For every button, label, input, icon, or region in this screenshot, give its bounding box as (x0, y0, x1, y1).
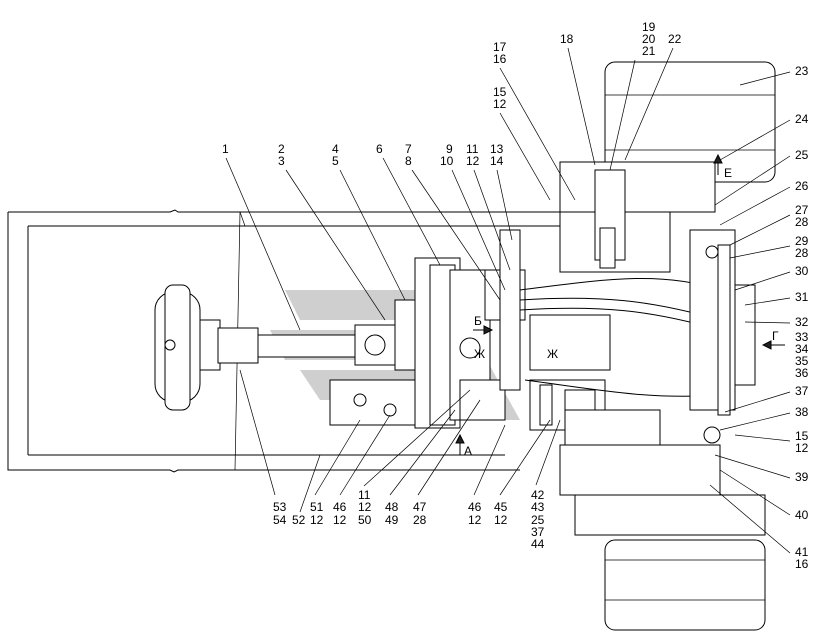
callout-7: 7 (405, 142, 412, 156)
callout-16: 16 (795, 557, 809, 571)
callout-22: 22 (668, 32, 682, 46)
callout-49: 49 (385, 513, 399, 527)
callout-20: 20 (642, 32, 656, 46)
callout-45: 45 (494, 500, 508, 514)
callout-14: 14 (490, 154, 504, 168)
callout-36: 36 (795, 366, 809, 380)
callout-35: 35 (795, 354, 809, 368)
callout-38: 38 (795, 405, 809, 419)
callout-40: 40 (795, 508, 809, 522)
callout-46: 46 (468, 500, 482, 514)
callout-29: 29 (795, 234, 809, 248)
callout-21: 21 (642, 44, 656, 58)
callout-53: 53 (273, 500, 287, 514)
callout-24: 24 (795, 112, 809, 126)
callout-11: 11 (358, 488, 371, 502)
callout-2: 2 (278, 142, 285, 156)
callout-28: 28 (795, 246, 809, 260)
callout-54: 54 (273, 513, 287, 527)
callout-19: 19 (642, 20, 656, 34)
callout-16: 16 (493, 52, 507, 66)
callout-15: 15 (493, 85, 507, 99)
callout-27: 27 (795, 203, 809, 217)
callout-25: 25 (795, 148, 809, 162)
callout-11: 11 (466, 142, 479, 156)
view-letter-a: А (464, 444, 472, 458)
callout-31: 31 (795, 290, 809, 304)
callout-3: 3 (278, 154, 285, 168)
callout-42: 42 (531, 488, 545, 502)
callout-12: 12 (795, 441, 809, 455)
callout-28: 28 (795, 215, 809, 229)
callout-15: 15 (795, 429, 809, 443)
lower-wheel-assembly (559, 409, 766, 631)
callout-34: 34 (795, 342, 809, 356)
callout-12: 12 (333, 513, 347, 527)
callout-12: 12 (494, 513, 508, 527)
callout-9: 9 (446, 142, 453, 156)
callout-18: 18 (560, 32, 574, 46)
right-side-frame (689, 229, 756, 444)
view-arrows (455, 153, 785, 455)
callout-32: 32 (795, 315, 809, 329)
callout-47: 47 (413, 500, 427, 514)
callout-12: 12 (468, 513, 482, 527)
callout-30: 30 (795, 264, 809, 278)
callout-37: 37 (531, 525, 545, 539)
callout-12: 12 (493, 97, 507, 111)
callout-23: 23 (795, 64, 809, 78)
callout-28: 28 (413, 513, 427, 527)
callout-5: 5 (332, 154, 339, 168)
view-letters: А Б Г Е Ж Ж (464, 166, 779, 458)
callout-39: 39 (795, 470, 809, 484)
callout-labels: 1 2 3 4 5 6 7 8 9 10 11 12 13 14 15 12 1… (222, 20, 809, 571)
callout-44: 44 (531, 537, 545, 551)
view-letter-zh-1: Ж (474, 347, 485, 361)
callout-12: 12 (466, 154, 480, 168)
callout-26: 26 (795, 179, 809, 193)
view-letter-e: Е (724, 166, 732, 180)
view-letter-b: Б (474, 314, 482, 328)
callout-41: 41 (795, 545, 809, 559)
callout-10: 10 (440, 154, 454, 168)
callout-17: 17 (493, 40, 507, 54)
gearbox (329, 229, 526, 429)
callout-46: 46 (333, 500, 347, 514)
callout-52: 52 (292, 513, 306, 527)
callout-37: 37 (795, 384, 809, 398)
callout-6: 6 (376, 142, 383, 156)
view-letter-g: Г (772, 329, 779, 343)
callout-50: 50 (358, 513, 372, 527)
view-letter-zh-2: Ж (547, 347, 558, 361)
callout-4: 4 (332, 142, 339, 156)
flywheel-assembly (154, 284, 221, 411)
driveshaft (217, 299, 416, 371)
callout-33: 33 (795, 330, 809, 344)
upper-wheel-assembly (559, 61, 776, 273)
callout-1: 1 (222, 142, 229, 156)
callout-12: 12 (310, 513, 324, 527)
callout-25: 25 (531, 513, 545, 527)
callout-48: 48 (385, 500, 399, 514)
callout-13: 13 (490, 142, 504, 156)
frame-rails (7, 209, 560, 473)
callout-51: 51 (310, 500, 324, 514)
leader-lines (225, 47, 791, 554)
callout-43: 43 (531, 500, 545, 514)
callout-8: 8 (405, 154, 412, 168)
callout-12: 12 (358, 500, 372, 514)
